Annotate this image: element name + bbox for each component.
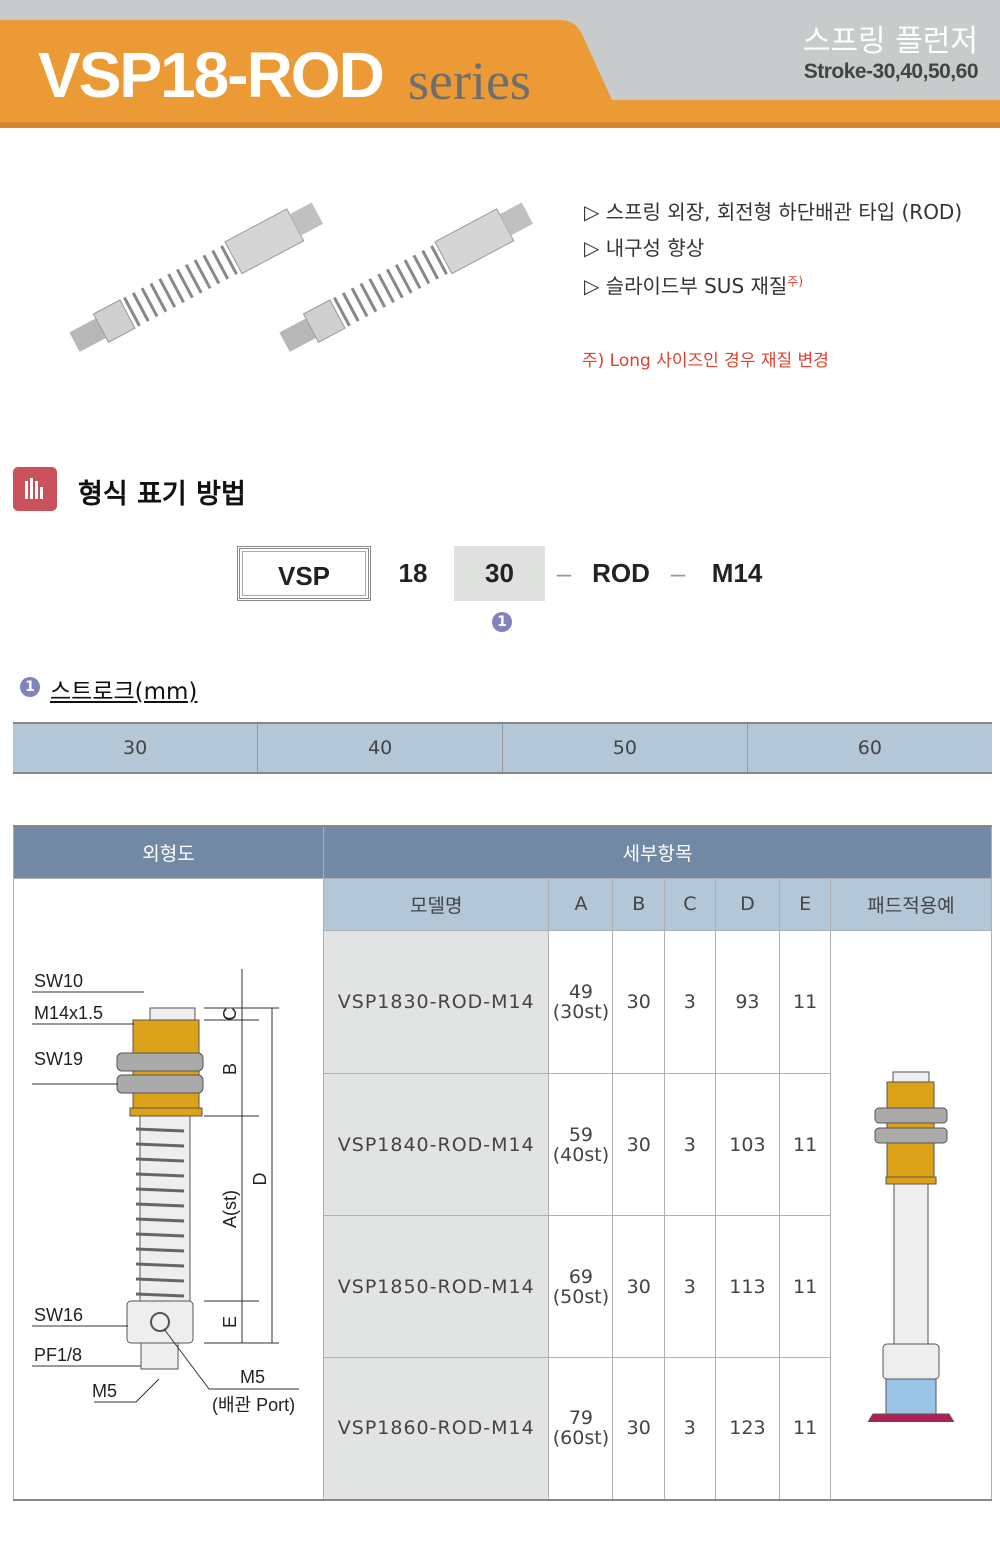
col-model: 모델명 — [322, 877, 550, 931]
stroke-option: 30 — [123, 737, 148, 759]
col-pad: 패드적용예 — [829, 877, 993, 931]
code-separator: – — [556, 558, 572, 588]
material-note: 주) Long 사이즈인 경우 재질 변경 — [582, 351, 829, 371]
code-separator: – — [670, 558, 686, 588]
col-c: C — [664, 877, 716, 931]
dim-b: B — [220, 1062, 240, 1074]
value-a: 69(50st) — [548, 1215, 614, 1358]
dim-c: C — [220, 1007, 240, 1020]
code-part-stroke: 30 — [454, 546, 545, 601]
dimension-drawing: SW10 M14x1.5 SW19 SW16 PF1/8 M5 M5 (배관 P… — [32, 968, 299, 1415]
stroke-label: 스트로크(mm) — [50, 679, 198, 705]
stroke-table: 30 40 50 60 — [13, 722, 992, 774]
value-b: 30 — [612, 1073, 666, 1216]
value-b: 30 — [612, 1357, 666, 1500]
value-a: 59(40st) — [548, 1073, 614, 1216]
model-name: VSP1860-ROD-M14 — [322, 1357, 550, 1500]
series-label: series — [408, 51, 531, 111]
value-b: 30 — [612, 929, 666, 1074]
dim-e: E — [220, 1315, 240, 1327]
feature-item: ▷ 슬라이드부 SUS 재질주) — [584, 274, 804, 298]
value-c: 3 — [664, 929, 716, 1074]
feature-item: ▷ 내구성 향상 — [584, 236, 705, 260]
dim-a: A(st) — [220, 1190, 240, 1228]
code-part-thread: M14 — [711, 558, 763, 588]
value-c: 3 — [664, 1357, 716, 1500]
value-a: 49(30st) — [548, 929, 614, 1074]
value-e: 11 — [779, 1357, 831, 1500]
header-drawing: 외형도 — [13, 825, 324, 879]
label-sw19: SW19 — [34, 1049, 83, 1069]
stroke-option: 50 — [502, 723, 748, 773]
value-d: 113 — [714, 1215, 781, 1358]
value-d: 93 — [714, 929, 781, 1074]
label-port: (배관 Port) — [212, 1395, 295, 1415]
value-a: 79(60st) — [548, 1357, 614, 1500]
model-name: VSP1850-ROD-M14 — [322, 1215, 550, 1358]
bar-chart-icon — [13, 467, 57, 511]
section-title: 형식 표기 방법 — [78, 479, 246, 510]
value-d: 103 — [714, 1073, 781, 1216]
stroke-option: 60 — [746, 723, 992, 773]
code-part-size: 18 — [398, 558, 428, 588]
value-e: 11 — [779, 1073, 831, 1216]
header-banner — [0, 0, 1000, 128]
dimension-drawing-cell: SW10 M14x1.5 SW19 SW16 PF1/8 M5 M5 (배관 P… — [13, 877, 324, 1500]
header-details: 세부항목 — [323, 825, 992, 879]
label-m5-port: M5 — [240, 1367, 265, 1387]
value-c: 3 — [664, 1073, 716, 1216]
spec-table: 외형도 세부항목 SW10 M14x1.5 SW19 SW16 PF1/8 M5… — [13, 825, 993, 1501]
feature-item: ▷ 스프링 외장, 회전형 하단배관 타입 (ROD) — [584, 200, 963, 224]
value-d: 123 — [714, 1357, 781, 1500]
value-e: 11 — [779, 929, 831, 1074]
value-e: 11 — [779, 1215, 831, 1358]
label-sw16: SW16 — [34, 1305, 83, 1325]
label-thread: M14x1.5 — [34, 1003, 103, 1023]
code-part-vsp: VSP — [237, 546, 371, 601]
value-c: 3 — [664, 1215, 716, 1358]
model-name: VSP1830-ROD-M14 — [322, 929, 550, 1074]
pad-example-cell — [829, 929, 993, 1500]
marker-badge: 1 — [20, 677, 40, 697]
marker-badge: 1 — [492, 612, 512, 632]
value-b: 30 — [612, 1215, 666, 1358]
product-title: VSP18-ROD — [38, 39, 385, 111]
col-b: B — [612, 877, 666, 931]
col-a: A — [548, 877, 614, 931]
col-e: E — [779, 877, 831, 931]
stroke-option: 40 — [257, 723, 503, 773]
label-pf: PF1/8 — [34, 1345, 82, 1365]
product-photo — [69, 202, 533, 352]
label-m5: M5 — [92, 1381, 117, 1401]
dim-d: D — [250, 1172, 270, 1185]
col-d: D — [714, 877, 781, 931]
stroke-range: Stroke-30,40,50,60 — [803, 60, 979, 83]
label-sw10: SW10 — [34, 971, 83, 991]
pad-example-drawing — [854, 1071, 968, 1473]
code-part-rod: ROD — [592, 558, 650, 588]
model-name: VSP1840-ROD-M14 — [322, 1073, 550, 1216]
product-subtitle: 스프링 플런저 — [802, 24, 978, 59]
